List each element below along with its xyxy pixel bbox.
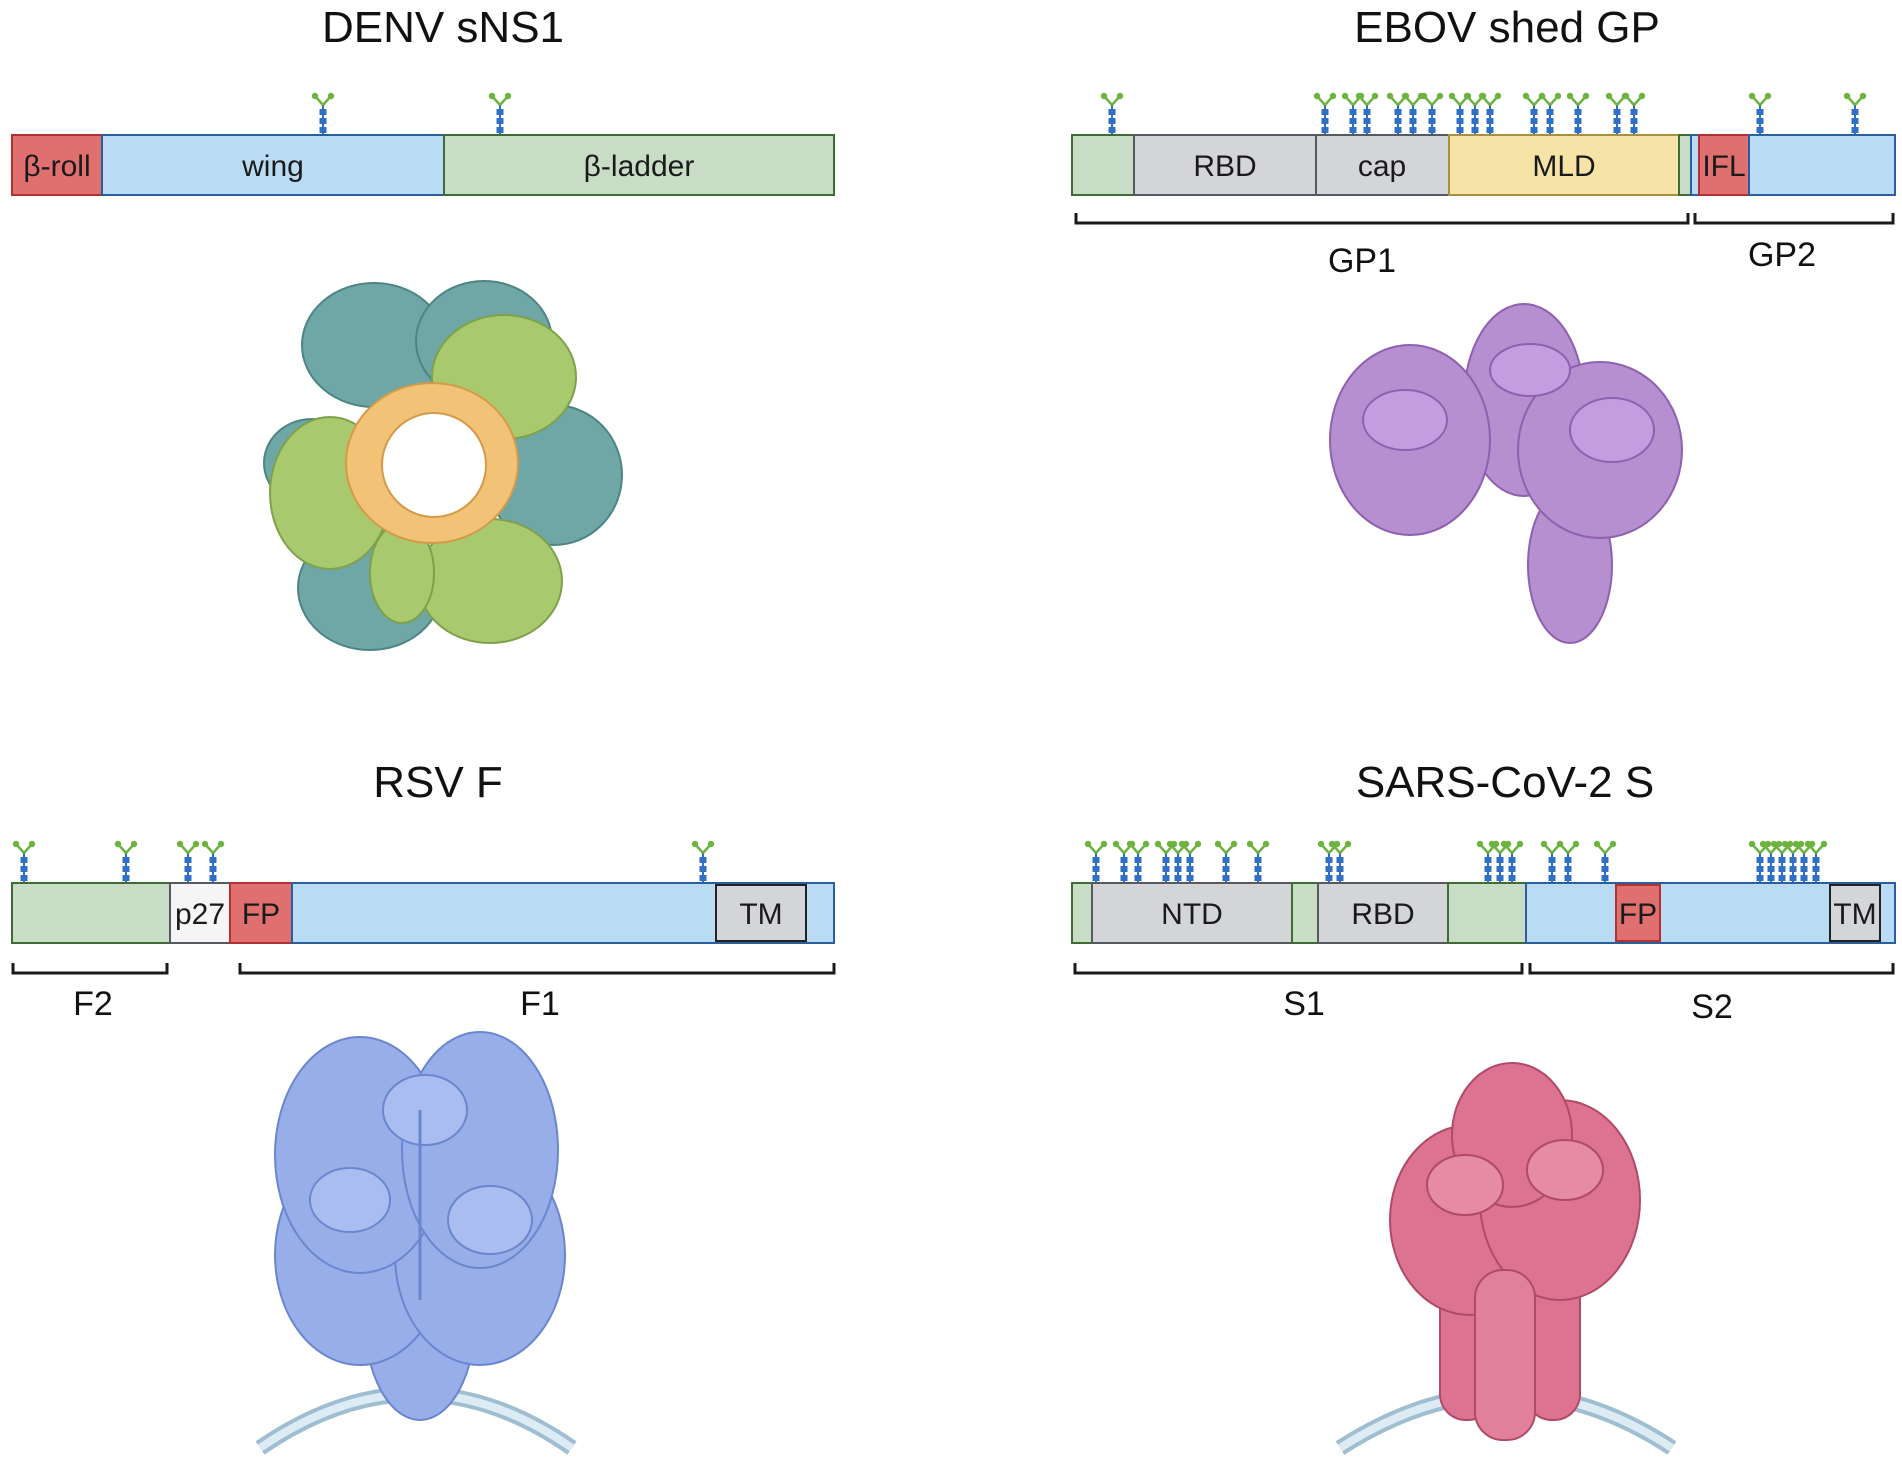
rsv-trimer-illustration bbox=[274, 1031, 566, 1421]
rsv-segment-tm: TM bbox=[739, 898, 782, 931]
denv-segment-wing: wing bbox=[241, 150, 304, 183]
panel-sars-title: SARS-CoV-2 S bbox=[1356, 758, 1654, 807]
panel-denv: DENV sNS1 β-roll wing β-ladder bbox=[11, 3, 835, 651]
panel-rsv-title: RSV F bbox=[373, 758, 503, 807]
ebov-subunit-gp2: GP2 bbox=[1748, 236, 1816, 274]
rsv-subunit-f1: F1 bbox=[520, 985, 560, 1023]
ebov-segment-mld: MLD bbox=[1532, 150, 1595, 183]
panel-denv-title: DENV sNS1 bbox=[322, 3, 564, 52]
rsv-subunit-brackets bbox=[11, 963, 836, 975]
ebov-subunit-gp1: GP1 bbox=[1328, 242, 1396, 280]
ebov-domain-bar: RBD cap MLD IFL bbox=[1071, 134, 1896, 196]
ebov-segment-cap: cap bbox=[1358, 150, 1406, 183]
sars-segment-rbd: RBD bbox=[1351, 898, 1414, 931]
ebov-subunit-brackets bbox=[1074, 213, 1895, 225]
sars-subunit-s2: S2 bbox=[1691, 988, 1733, 1026]
rsv-segment-p27: p27 bbox=[175, 898, 225, 931]
sars-segment-ntd: NTD bbox=[1161, 898, 1223, 931]
panel-ebov-title: EBOV shed GP bbox=[1354, 3, 1660, 52]
denv-domain-bar: β-roll wing β-ladder bbox=[11, 134, 835, 196]
ebov-trimer-illustration bbox=[1329, 303, 1683, 644]
sars-subunit-s1: S1 bbox=[1283, 985, 1325, 1023]
panel-rsv: RSV F p27 FP TM F2 F1 bbox=[11, 758, 836, 1455]
rsv-segment-fp: FP bbox=[242, 898, 280, 931]
ebov-glycans bbox=[1099, 91, 1868, 137]
sars-subunit-brackets bbox=[1073, 963, 1895, 975]
rsv-domain-bar: p27 FP TM bbox=[11, 882, 835, 944]
sars-segment-tm: TM bbox=[1833, 898, 1876, 931]
rsv-subunit-f2: F2 bbox=[73, 985, 113, 1023]
sars-glycans bbox=[1083, 839, 1829, 885]
panel-sars: SARS-CoV-2 S bbox=[1071, 758, 1896, 1455]
denv-segment-beta-ladder: β-ladder bbox=[584, 150, 695, 183]
denv-hexamer-illustration bbox=[263, 280, 623, 651]
sars-segment-fp: FP bbox=[1619, 898, 1657, 931]
denv-segment-beta-roll: β-roll bbox=[23, 150, 90, 183]
ebov-segment-ifl: IFL bbox=[1702, 150, 1745, 183]
rsv-glycans bbox=[11, 839, 716, 885]
ebov-segment-rbd: RBD bbox=[1193, 150, 1256, 183]
sars-domain-bar: NTD RBD FP TM bbox=[1071, 882, 1896, 944]
panel-ebov: EBOV shed GP bbox=[1071, 3, 1896, 644]
denv-glycans bbox=[310, 91, 513, 137]
sars-spike-illustration bbox=[1389, 1062, 1641, 1441]
